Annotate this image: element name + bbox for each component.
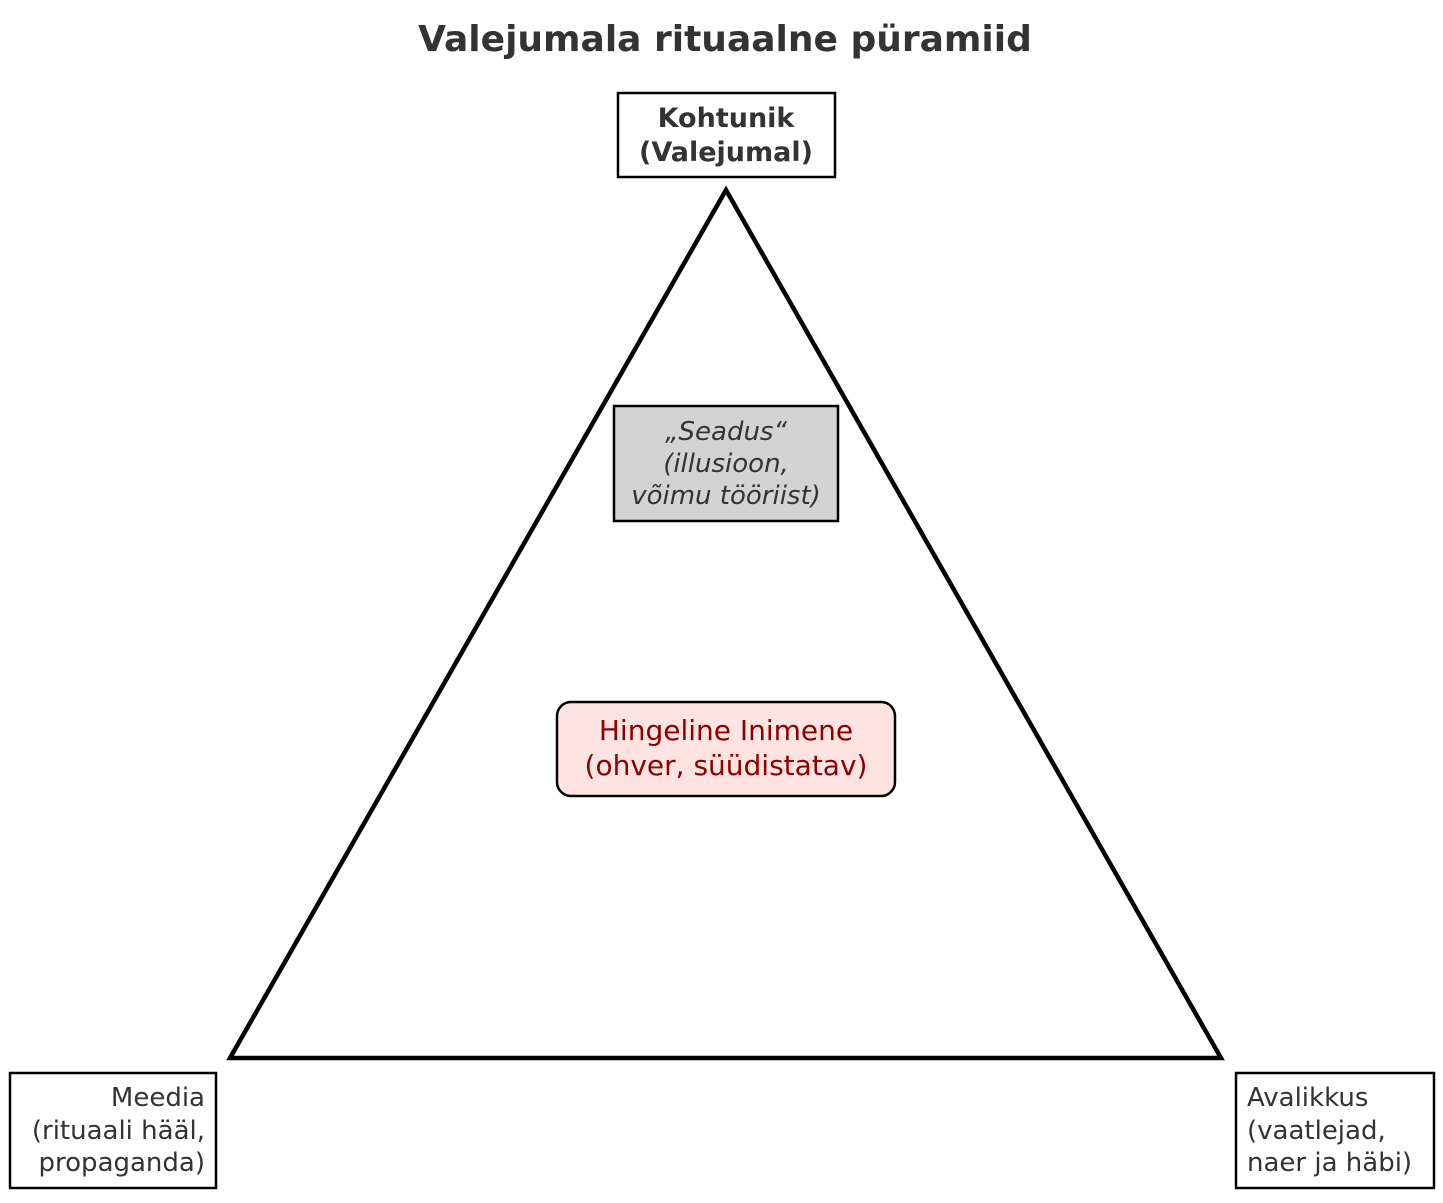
law-label-line1: „Seadus“ xyxy=(665,417,787,447)
law-label-line2: (illusioon, xyxy=(663,449,789,479)
public-label-line1: Avalikkus xyxy=(1247,1083,1368,1113)
judge-label-line1: Kohtunik xyxy=(658,103,796,134)
public-box xyxy=(1234,1071,1436,1190)
judge-box xyxy=(616,91,837,179)
node-media: Meedia (rituaali hääl, propaganda) xyxy=(8,1071,218,1190)
pyramid-triangle xyxy=(226,185,1225,1061)
public-label-line2: (vaatlejad, xyxy=(1247,1116,1386,1146)
law-box xyxy=(612,404,840,523)
victim-box xyxy=(555,700,897,798)
media-label-line2: (rituaali hääl, xyxy=(32,1116,205,1146)
judge-label-line2: (Valejumal) xyxy=(639,137,813,168)
node-victim: Hingeline Inimene (ohver, süüdistatav) xyxy=(555,700,897,798)
law-label-line3: võimu tööriist) xyxy=(631,481,821,511)
victim-label-line1: Hingeline Inimene xyxy=(599,714,853,747)
diagram-title: Valejumala rituaalne püramiid xyxy=(418,19,1032,60)
media-box xyxy=(8,1071,218,1190)
public-label-line3: naer ja häbi) xyxy=(1247,1148,1412,1178)
media-label-line1: Meedia xyxy=(111,1083,205,1113)
node-law: „Seadus“ (illusioon, võimu tööriist) xyxy=(612,404,840,523)
node-judge: Kohtunik (Valejumal) xyxy=(616,91,837,179)
victim-label-line2: (ohver, süüdistatav) xyxy=(585,749,868,782)
node-public: Avalikkus (vaatlejad, naer ja häbi) xyxy=(1234,1071,1436,1190)
media-label-line3: propaganda) xyxy=(39,1148,205,1178)
